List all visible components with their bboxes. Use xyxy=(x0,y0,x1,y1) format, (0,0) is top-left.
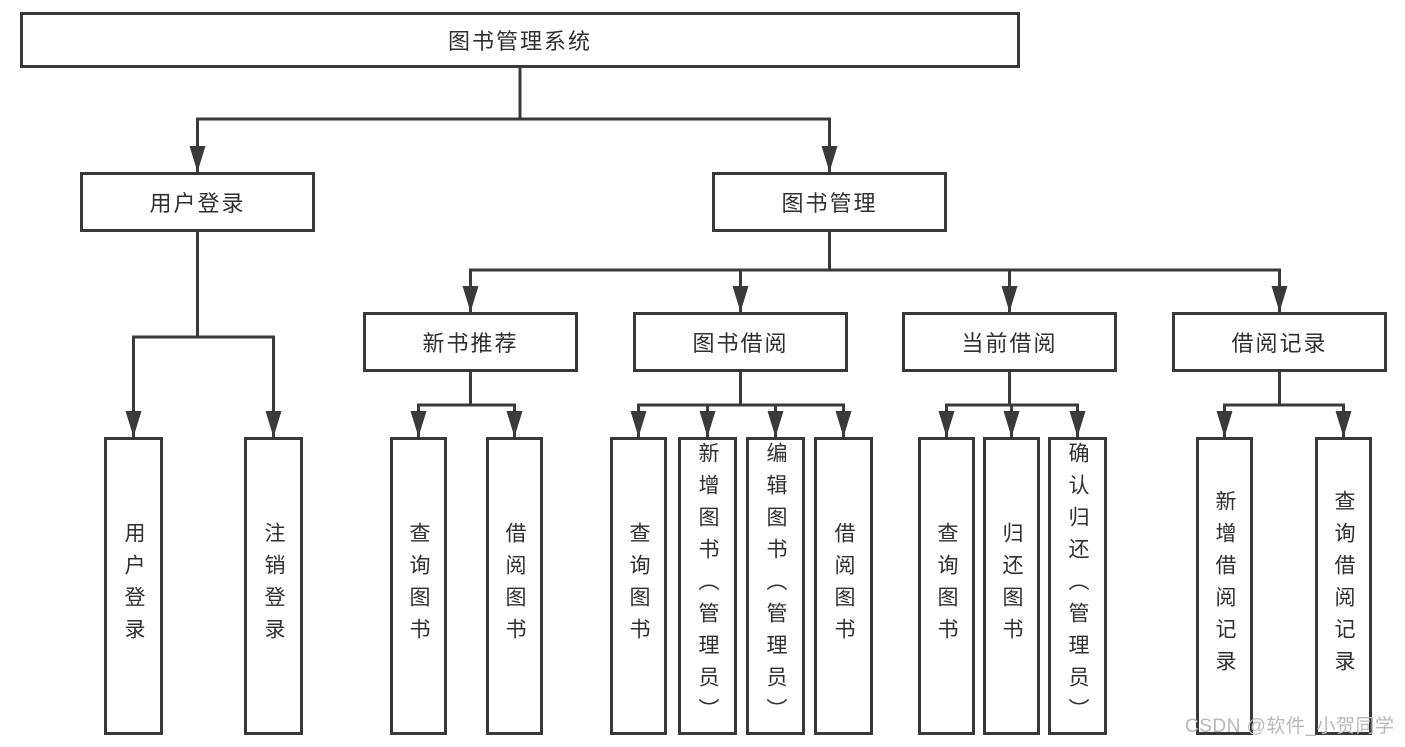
node-current-borrow: 当前借阅 xyxy=(902,312,1117,372)
connector-borrow-branch xyxy=(637,372,845,407)
node-book-borrow: 图书借阅 xyxy=(633,312,848,372)
node-borrow-records: 借阅记录 xyxy=(1172,312,1387,372)
connector-root-branch xyxy=(196,68,831,121)
leaf-query-books-recommend: 查询图书 xyxy=(390,437,447,735)
leaf-edit-book-admin: 编辑图书（管理员） xyxy=(746,437,805,735)
leaf-return-book: 归还图书 xyxy=(983,437,1040,735)
leaf-confirm-return-admin: 确认归还（管理员） xyxy=(1048,437,1107,735)
connector-book-mgmt-branch xyxy=(469,232,1281,272)
leaf-add-borrow-record: 新增借阅记录 xyxy=(1196,437,1253,735)
leaf-query-books-current: 查询图书 xyxy=(918,437,975,735)
node-system: 图书管理系统 xyxy=(20,12,1020,68)
csdn-watermark: CSDN @软件_小贺同学 xyxy=(1185,716,1395,737)
node-new-book-recommend: 新书推荐 xyxy=(363,312,578,372)
node-user-login: 用户登录 xyxy=(80,172,315,232)
leaf-query-books-borrow: 查询图书 xyxy=(610,437,667,735)
leaf-add-book-admin: 新增图书（管理员） xyxy=(678,437,737,735)
leaf-borrow-books-recommend: 借阅图书 xyxy=(486,437,543,735)
leaf-query-borrow-record: 查询借阅记录 xyxy=(1315,437,1372,735)
connector-records-branch xyxy=(1223,372,1345,407)
connector-recommend-branch xyxy=(417,372,516,407)
leaf-borrow-books: 借阅图书 xyxy=(814,437,873,735)
leaf-user-login: 用户登录 xyxy=(104,437,163,735)
connector-current-branch xyxy=(945,372,1079,407)
connector-user-login-branch xyxy=(132,232,275,339)
node-book-management: 图书管理 xyxy=(712,172,947,232)
leaf-logout: 注销登录 xyxy=(244,437,303,735)
